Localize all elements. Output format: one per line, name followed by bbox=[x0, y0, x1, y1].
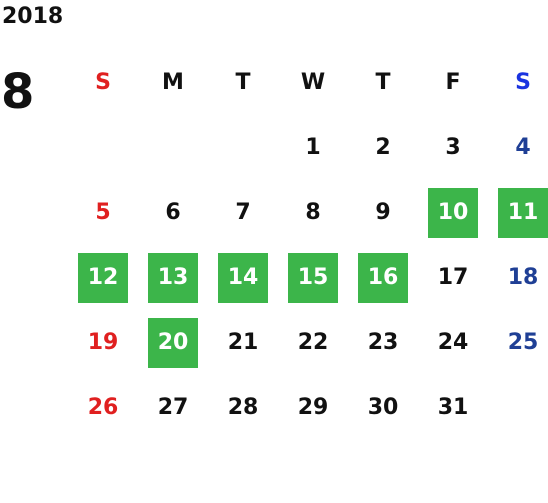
calendar-day-number: 25 bbox=[507, 330, 539, 355]
calendar-day-number: 18 bbox=[507, 265, 539, 290]
calendar-day-number: 23 bbox=[367, 330, 399, 355]
weekday-header-wednesday: W bbox=[300, 70, 326, 95]
calendar-day-cell[interactable]: 20 bbox=[138, 310, 208, 375]
calendar-day-cell[interactable]: 16 bbox=[348, 245, 418, 310]
calendar-day-number: 9 bbox=[375, 200, 391, 225]
empty-day-cell bbox=[68, 115, 138, 180]
calendar-day-cell[interactable]: 7 bbox=[208, 180, 278, 245]
calendar-day-cell[interactable]: 4 bbox=[488, 115, 548, 180]
empty-day-cell bbox=[138, 115, 208, 180]
calendar-day-cell[interactable]: 8 bbox=[278, 180, 348, 245]
calendar-day-number: 14 bbox=[218, 252, 268, 303]
calendar-day-number: 30 bbox=[367, 395, 399, 420]
weekday-header-friday: F bbox=[445, 70, 461, 95]
calendar-day-cell[interactable]: 17 bbox=[418, 245, 488, 310]
calendar-day-cell[interactable]: 31 bbox=[418, 375, 488, 440]
weekday-header-tuesday: T bbox=[235, 70, 251, 95]
calendar-day-cell[interactable]: 2 bbox=[348, 115, 418, 180]
calendar-day-number: 1 bbox=[305, 135, 321, 160]
calendar-day-number: 3 bbox=[445, 135, 461, 160]
calendar-day-number: 22 bbox=[297, 330, 329, 355]
calendar-day-cell[interactable]: 23 bbox=[348, 310, 418, 375]
calendar-day-cell[interactable]: 11 bbox=[488, 180, 548, 245]
calendar-day-number: 4 bbox=[515, 135, 531, 160]
calendar-day-cell[interactable]: 26 bbox=[68, 375, 138, 440]
weekday-header-thursday: T bbox=[375, 70, 391, 95]
month-label: 8 bbox=[1, 64, 35, 120]
empty-day-cell bbox=[208, 115, 278, 180]
calendar-day-number: 10 bbox=[428, 187, 478, 238]
weekday-header-saturday: S bbox=[515, 70, 531, 95]
calendar-day-cell[interactable]: 28 bbox=[208, 375, 278, 440]
weekday-header-monday: M bbox=[162, 70, 184, 95]
calendar-day-cell[interactable]: 9 bbox=[348, 180, 418, 245]
calendar-day-cell[interactable]: 15 bbox=[278, 245, 348, 310]
calendar-day-cell[interactable]: 5 bbox=[68, 180, 138, 245]
calendar-day-cell[interactable]: 22 bbox=[278, 310, 348, 375]
calendar-day-cell[interactable]: 25 bbox=[488, 310, 548, 375]
calendar-day-cell[interactable]: 12 bbox=[68, 245, 138, 310]
calendar-day-cell[interactable]: 21 bbox=[208, 310, 278, 375]
calendar-day-number bbox=[78, 123, 128, 173]
calendar-day-number: 31 bbox=[437, 395, 469, 420]
calendar-day-cell[interactable]: 3 bbox=[418, 115, 488, 180]
calendar-day-cell[interactable]: 13 bbox=[138, 245, 208, 310]
calendar-day-number: 19 bbox=[87, 330, 119, 355]
calendar-day-number: 20 bbox=[148, 317, 198, 368]
calendar-day-number: 21 bbox=[227, 330, 259, 355]
weekday-header-sunday: S bbox=[95, 70, 111, 95]
calendar-day-number: 12 bbox=[78, 252, 128, 303]
calendar-day-number bbox=[218, 123, 268, 173]
calendar-day-number bbox=[498, 383, 548, 433]
calendar-day-number: 15 bbox=[288, 252, 338, 303]
calendar-day-cell[interactable]: 14 bbox=[208, 245, 278, 310]
empty-day-cell bbox=[488, 375, 548, 440]
calendar-day-number: 27 bbox=[157, 395, 189, 420]
calendar-day-cell[interactable]: 10 bbox=[418, 180, 488, 245]
calendar-day-number: 6 bbox=[165, 200, 181, 225]
calendar-day-cell[interactable]: 27 bbox=[138, 375, 208, 440]
calendar-day-number: 11 bbox=[498, 187, 548, 238]
calendar-day-number bbox=[148, 123, 198, 173]
calendar-day-number: 13 bbox=[148, 252, 198, 303]
calendar-day-cell[interactable]: 6 bbox=[138, 180, 208, 245]
calendar-day-number: 24 bbox=[437, 330, 469, 355]
calendar-day-number: 7 bbox=[235, 200, 251, 225]
calendar-day-number: 28 bbox=[227, 395, 259, 420]
calendar-day-number: 5 bbox=[95, 200, 111, 225]
calendar-day-cell[interactable]: 1 bbox=[278, 115, 348, 180]
year-label: 2018 bbox=[2, 4, 64, 29]
calendar-day-number: 26 bbox=[87, 395, 119, 420]
calendar-day-number: 2 bbox=[375, 135, 391, 160]
calendar-day-cell[interactable]: 18 bbox=[488, 245, 548, 310]
calendar-day-number: 29 bbox=[297, 395, 329, 420]
calendar-day-cell[interactable]: 30 bbox=[348, 375, 418, 440]
calendar-day-number: 16 bbox=[358, 252, 408, 303]
calendar-day-number: 8 bbox=[305, 200, 321, 225]
calendar-day-cell[interactable]: 19 bbox=[68, 310, 138, 375]
calendar-day-cell[interactable]: 24 bbox=[418, 310, 488, 375]
calendar-day-cell[interactable]: 29 bbox=[278, 375, 348, 440]
calendar-day-number: 17 bbox=[437, 265, 469, 290]
